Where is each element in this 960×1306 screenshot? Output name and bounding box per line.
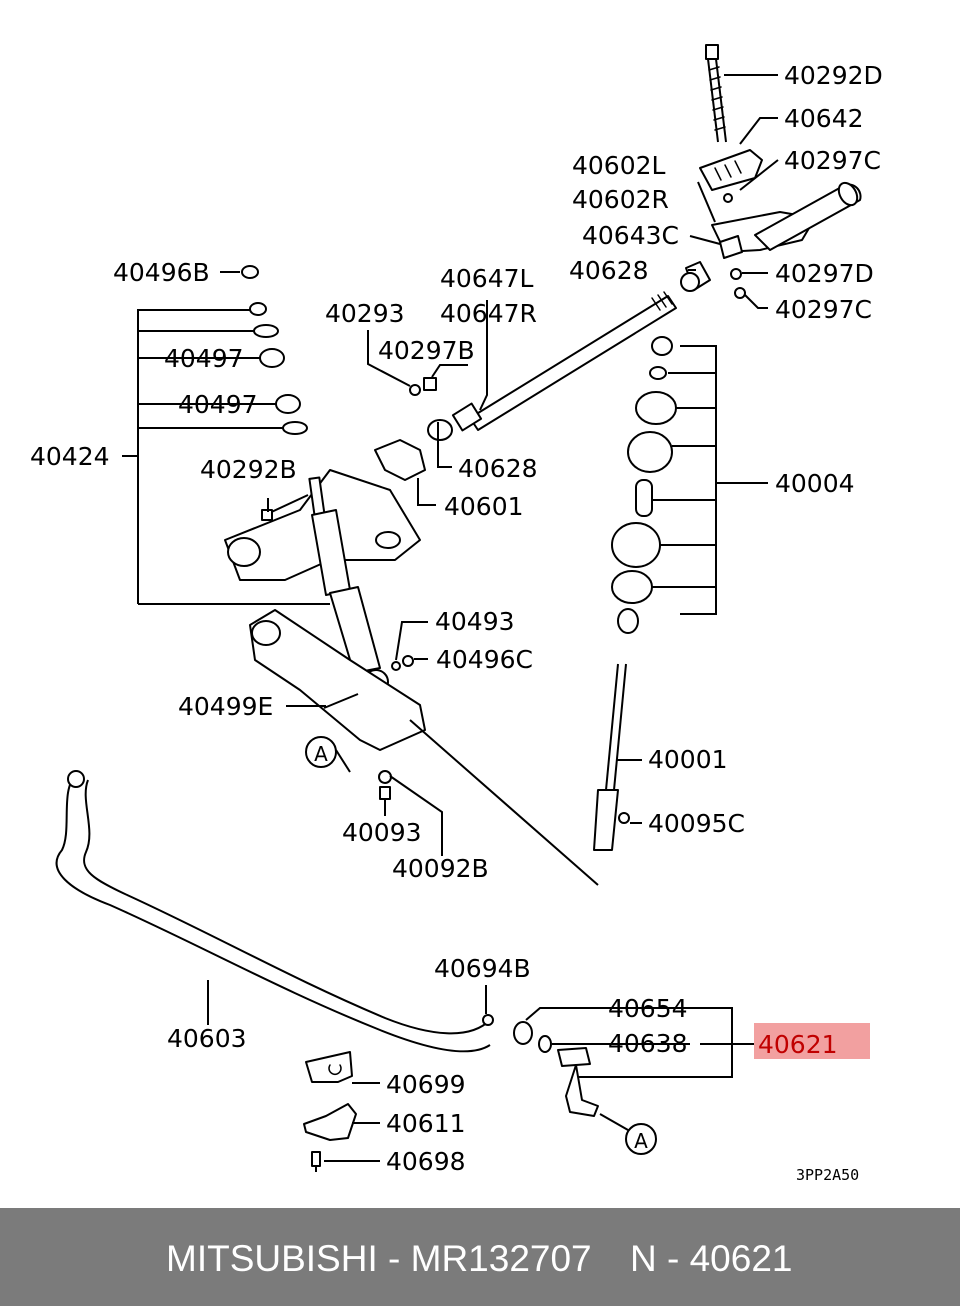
callout-a-lower: A — [625, 1123, 657, 1155]
bolt-40698-drawing — [311, 1151, 321, 1172]
label-40292b: 40292B — [200, 455, 297, 484]
footer-bar: MITSUBISHI - MR132707 N - 40621 — [0, 1208, 960, 1306]
label-40297c-lower: 40297C — [775, 295, 872, 324]
svg-text:A: A — [314, 742, 328, 766]
label-40654: 40654 — [608, 994, 688, 1023]
parts-artwork — [55, 44, 862, 1172]
bolt-40292d-drawing — [705, 44, 727, 143]
label-40297c-upper: 40297C — [784, 146, 881, 175]
label-40297d: 40297D — [775, 259, 874, 288]
label-40621: 40621 — [758, 1030, 838, 1059]
bushing-stack-40004-drawing — [611, 336, 677, 634]
label-40699: 40699 — [386, 1070, 466, 1099]
label-40497-upper: 40497 — [164, 344, 244, 373]
label-40293: 40293 — [325, 299, 405, 328]
callout-a-upper: A — [305, 736, 337, 768]
footer-diagram-part-number: N - 40621 — [630, 1238, 793, 1279]
label-40603: 40603 — [167, 1024, 247, 1053]
label-40497-lower: 40497 — [178, 390, 258, 419]
svg-text:A: A — [634, 1129, 648, 1153]
label-40611: 40611 — [386, 1109, 466, 1138]
label-40001: 40001 — [648, 745, 728, 774]
nut-40628-upper-drawing — [680, 261, 711, 292]
highlight-40621 — [754, 1023, 870, 1059]
label-40638: 40638 — [608, 1029, 688, 1058]
plate-40642-drawing — [699, 149, 763, 191]
torsion-bar-40647-drawing — [451, 291, 677, 432]
label-40093: 40093 — [342, 818, 422, 847]
bushing-40699-drawing — [305, 1051, 353, 1083]
label-40643c: 40643C — [582, 221, 679, 250]
label-40092b: 40092B — [392, 854, 489, 883]
stabilizer-bar-40603-drawing — [55, 770, 494, 1053]
label-40601: 40601 — [444, 492, 524, 521]
label-40642: 40642 — [784, 104, 864, 133]
label-40424: 40424 — [30, 442, 110, 471]
bracket-40602-drawing — [711, 181, 862, 259]
label-40647l: 40647L — [440, 264, 534, 293]
label-40297b: 40297B — [378, 336, 475, 365]
lower-arm-drawing — [249, 609, 426, 751]
footer-brand-part-number: MITSUBISHI - MR132707 — [166, 1238, 592, 1279]
label-40095c: 40095C — [648, 809, 745, 838]
diagram-code: 3PP2A50 — [796, 1166, 859, 1184]
stabilizer-link-drawing — [513, 1021, 599, 1117]
label-40694b: 40694B — [434, 954, 531, 983]
part-labels: 40292D 40642 40602L 40297C 40602R 40643C… — [30, 61, 883, 1184]
label-40004: 40004 — [775, 469, 855, 498]
bracket-40611-drawing — [303, 1103, 357, 1141]
shock-absorber-drawing — [308, 476, 389, 695]
label-40602l: 40602L — [572, 151, 666, 180]
label-40628-upper: 40628 — [569, 256, 649, 285]
parts-diagram: A A 40292D 40642 40602L 40297C 40602R 40… — [30, 44, 883, 1184]
label-40628-lower: 40628 — [458, 454, 538, 483]
label-40647r: 40647R — [440, 299, 537, 328]
clamp-40601-drawing — [374, 419, 453, 481]
label-40602r: 40602R — [572, 185, 669, 214]
label-40496c: 40496C — [436, 645, 533, 674]
nuts-40496b-drawing — [241, 265, 308, 435]
strut-rod-40001-drawing — [593, 663, 630, 851]
label-40292d: 40292D — [784, 61, 883, 90]
label-40499e: 40499E — [178, 692, 273, 721]
label-40698: 40698 — [386, 1147, 466, 1176]
label-40493: 40493 — [435, 607, 515, 636]
leader-lines — [122, 74, 779, 1162]
label-40496b: 40496B — [113, 258, 210, 287]
